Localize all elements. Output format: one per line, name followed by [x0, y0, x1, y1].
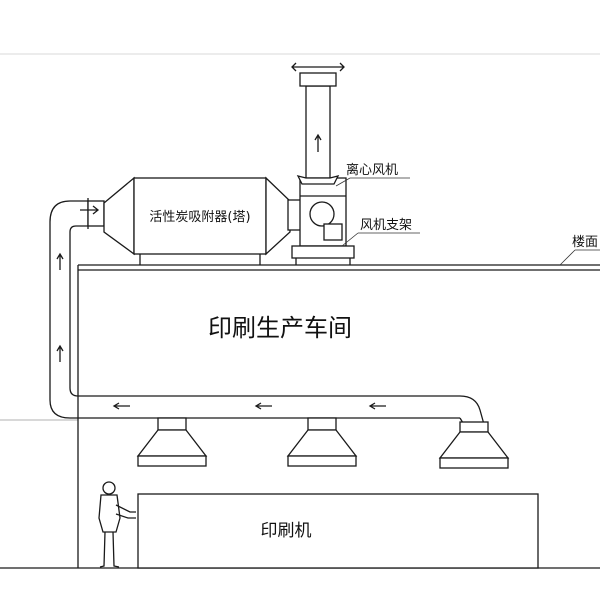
fan-impeller	[309, 201, 335, 227]
exhaust-stack	[291, 62, 345, 185]
hood-1-neck	[157, 417, 187, 431]
hood-1-body	[136, 429, 208, 457]
operator-arm-upper	[115, 504, 136, 513]
hood-3-lip	[439, 457, 509, 469]
floor-label-group: 楼面	[559, 235, 600, 266]
stack-outflow-arrow	[291, 62, 345, 72]
operator-torso	[98, 494, 121, 533]
fan-stand-top	[291, 245, 355, 259]
operator-arm-lower	[115, 513, 136, 519]
fan-stand-label: 风机支架	[360, 218, 412, 233]
building-outline	[0, 53, 600, 569]
fan-stand-leader	[341, 232, 359, 247]
machine-label: 印刷机	[261, 521, 312, 541]
operator-leg-right	[112, 531, 120, 568]
fan-motor	[323, 223, 343, 241]
operator-leg-left	[99, 531, 106, 568]
adsorber-right-cone	[265, 176, 291, 256]
fan-stand	[291, 245, 355, 265]
inlet-connector	[87, 200, 105, 227]
flow-arrow-left-2	[254, 402, 272, 410]
operator-figure	[98, 481, 136, 568]
stack-flow-arrow	[314, 133, 322, 152]
hood-3-neck	[459, 421, 489, 433]
adsorber-left-cone	[103, 176, 135, 256]
duct-outer-edge	[49, 200, 460, 419]
stack-base	[296, 175, 340, 185]
floor-leader	[559, 249, 576, 266]
adsorber-label: 活性炭吸附器(塔)	[149, 210, 250, 225]
duct-end-upper	[459, 395, 486, 429]
stack-cap	[299, 72, 337, 87]
flow-arrow-left-1	[112, 402, 130, 410]
main-duct	[49, 198, 486, 429]
hood-1	[136, 417, 208, 467]
centrifugal-fan	[299, 177, 347, 247]
hood-3-body	[438, 431, 510, 459]
hood-2-body	[286, 429, 358, 457]
hood-2-lip	[287, 455, 357, 467]
flow-arrow-up-2	[56, 344, 64, 362]
floor-label: 楼面	[572, 235, 598, 250]
operator-head	[102, 481, 116, 495]
workshop-label: 印刷生产车间	[208, 314, 352, 342]
hood-3	[438, 421, 510, 469]
flow-arrow-left-3	[368, 402, 386, 410]
hood-2	[286, 417, 358, 467]
hood-1-lip	[137, 455, 207, 467]
flow-arrow-inlet	[80, 205, 100, 215]
printing-machine-body	[137, 493, 539, 569]
flow-arrow-up-1	[56, 252, 64, 270]
fan-label: 离心风机	[346, 162, 398, 178]
hood-2-neck	[307, 417, 337, 431]
adsorber-tower: 活性炭吸附器(塔)	[103, 176, 291, 265]
printing-machine: 印刷机	[137, 493, 539, 569]
stack-pipe	[305, 85, 331, 179]
fan-leader	[335, 177, 351, 187]
duct-inner-edge	[69, 225, 460, 397]
